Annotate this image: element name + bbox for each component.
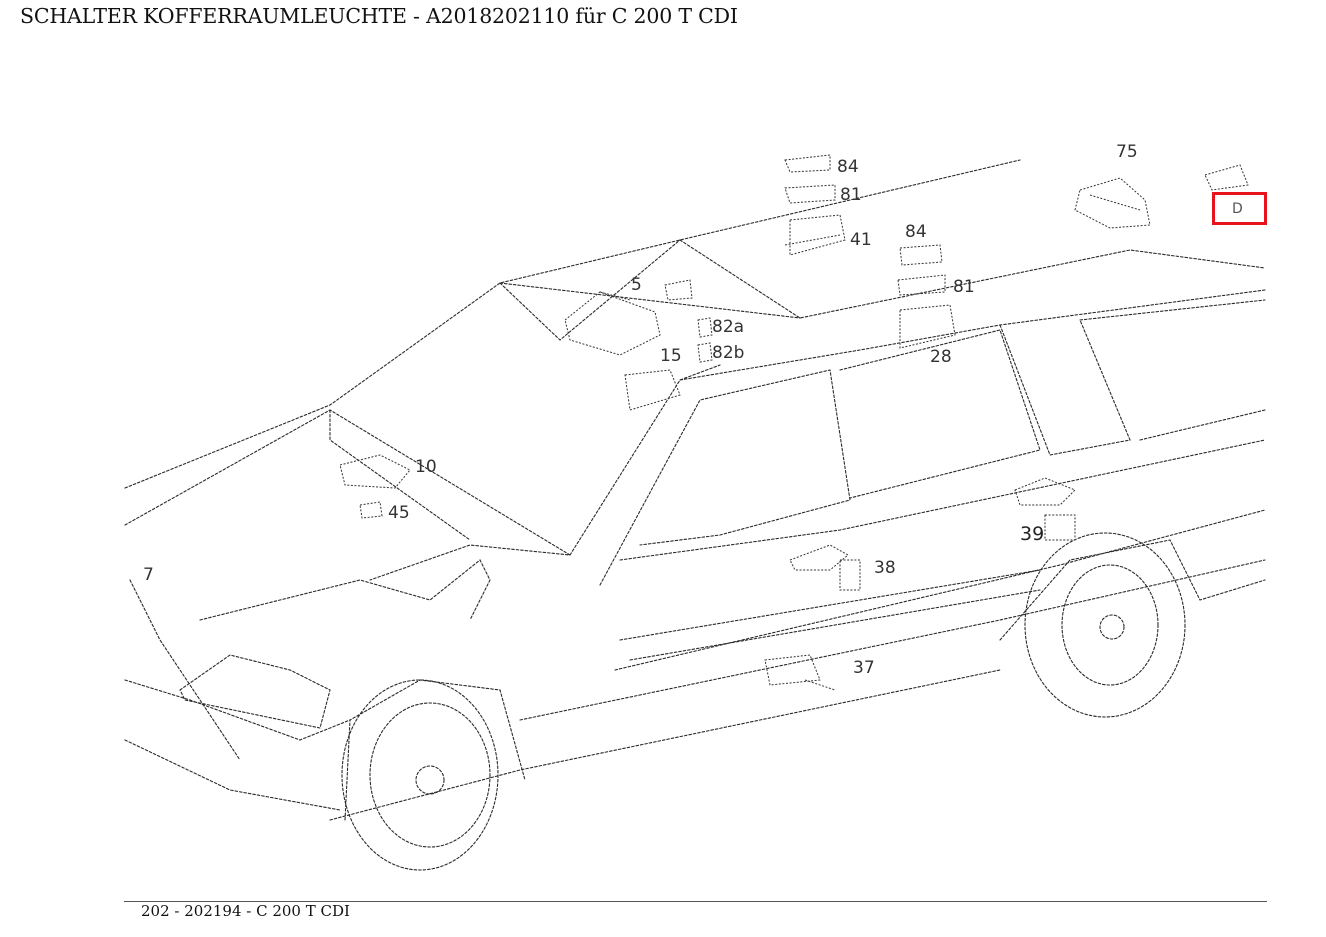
front-wheel — [341, 679, 499, 871]
hood-crease — [329, 409, 471, 541]
roof-rail — [499, 282, 801, 319]
callout-82b: 82b — [712, 343, 744, 363]
c-pillar — [999, 319, 1131, 456]
bumper-lower — [124, 739, 341, 811]
part-5 — [564, 291, 661, 356]
front-hub — [415, 765, 445, 795]
part-84-81-a — [784, 154, 836, 204]
quarter-window — [1079, 299, 1266, 441]
rocker-lower — [519, 559, 1266, 721]
roof-rear — [679, 239, 1266, 319]
part-84-81-b — [897, 244, 946, 296]
roof-line — [124, 159, 1021, 489]
part-41 — [784, 214, 846, 256]
footer-divider — [124, 901, 1267, 902]
part-39 — [1014, 477, 1076, 541]
part-top-right — [1204, 164, 1249, 191]
part-37 — [764, 654, 836, 691]
part-5b — [664, 279, 693, 301]
callout-82a: 82a — [712, 317, 744, 337]
front-wheelarch — [344, 679, 526, 821]
callout-39: 39 — [1020, 523, 1044, 545]
side-moulding-lower — [629, 589, 1041, 661]
callout-15: 15 — [660, 346, 682, 366]
callout-38: 38 — [874, 558, 896, 578]
rear-hub — [1099, 614, 1125, 640]
part-45 — [359, 501, 383, 519]
callout-84: 84 — [837, 157, 859, 177]
page-title: SCHALTER KOFFERRAUMLEUCHTE - A2018202110… — [20, 4, 738, 28]
front-bumper — [129, 579, 241, 761]
fender-front — [199, 559, 491, 621]
callout-81: 81 — [953, 277, 975, 297]
windshield-top — [499, 239, 681, 341]
part-82 — [697, 317, 713, 363]
rear-fender — [999, 539, 1266, 641]
rocker — [614, 509, 1266, 671]
rear-tire — [1061, 564, 1159, 686]
callout-41: 41 — [850, 230, 872, 250]
body-bottom — [329, 669, 1001, 821]
callout-75: 75 — [1116, 142, 1138, 162]
highlighted-part-box[interactable] — [1212, 192, 1267, 225]
part-28 — [899, 304, 956, 349]
front-window — [599, 369, 851, 586]
callout-45: 45 — [388, 503, 410, 523]
part-10 — [339, 454, 411, 489]
front-tire — [369, 702, 491, 848]
highlight-label: D — [1232, 201, 1243, 217]
grille — [124, 679, 351, 741]
callout-37: 37 — [853, 658, 875, 678]
callout-28: 28 — [930, 347, 952, 367]
footer-caption: 202 - 202194 - C 200 T CDI — [141, 902, 350, 920]
callout-81: 81 — [840, 185, 862, 205]
a-pillar — [569, 364, 721, 556]
rear-window — [839, 329, 1041, 499]
window-top — [679, 289, 1266, 381]
part-38 — [789, 544, 861, 591]
rear-wheel — [1024, 532, 1186, 718]
hood-line — [124, 409, 571, 581]
callout-10: 10 — [415, 457, 437, 477]
beltline — [619, 439, 1266, 561]
part-15 — [624, 369, 681, 411]
callout-7: 7 — [143, 565, 154, 585]
callout-84: 84 — [905, 222, 927, 242]
headlight — [179, 654, 331, 729]
side-moulding — [619, 569, 1041, 641]
callout-5: 5 — [631, 275, 642, 295]
part-75-lamp — [1074, 177, 1151, 229]
